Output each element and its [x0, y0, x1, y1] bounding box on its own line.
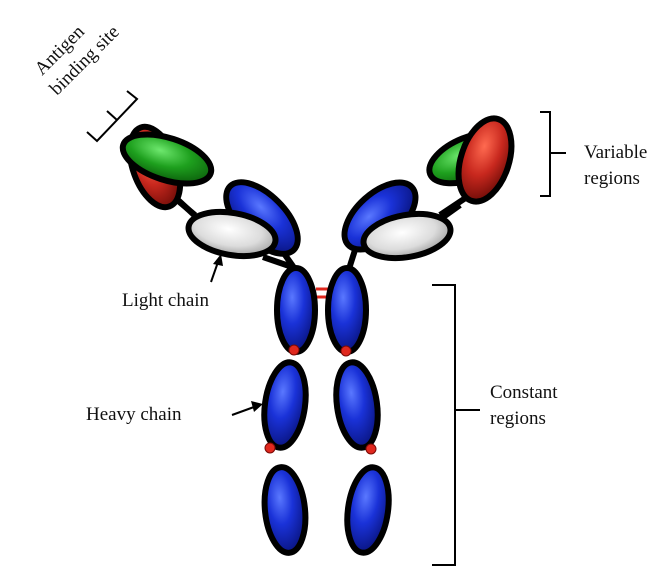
constant-regions-bracket	[432, 285, 480, 565]
left-hinge-domain	[277, 268, 315, 352]
left-variable-light-domain	[117, 125, 217, 193]
variable-regions-label-line2: regions	[584, 168, 640, 189]
light-chain-arrow-shaft	[211, 262, 218, 282]
left-ch3-domain	[261, 465, 310, 555]
junction-dot	[289, 345, 299, 355]
fc-stem	[259, 268, 394, 555]
heavy-chain-arrow	[232, 401, 263, 415]
junction-dot	[366, 444, 376, 454]
heavy-chain-arrow-head	[251, 401, 263, 412]
right-hinge-domain	[328, 268, 366, 352]
junction-dot	[265, 443, 275, 453]
constant-regions-label-line1: Constant	[490, 382, 558, 403]
constant-regions-label-line2: regions	[490, 408, 546, 429]
junction-dot	[341, 346, 351, 356]
right-ch2-domain	[331, 360, 383, 451]
antigen-bracket-tick	[107, 111, 117, 120]
right-variable-heavy-domain	[449, 112, 521, 209]
variable-regions-label-line1: Variable	[584, 142, 647, 163]
variable-regions-bracket	[540, 112, 566, 196]
heavy-chain-label: Heavy chain	[86, 404, 182, 425]
antigen-binding-site-bracket	[87, 91, 137, 141]
left-fab-arm	[117, 120, 310, 266]
left-ch2-domain	[259, 360, 311, 451]
heavy-chain-arrow-shaft	[232, 407, 254, 415]
light-chain-arrow	[211, 254, 223, 282]
light-chain-label: Light chain	[122, 290, 210, 311]
right-ch3-domain	[342, 465, 394, 556]
right-fab-arm	[333, 112, 521, 265]
